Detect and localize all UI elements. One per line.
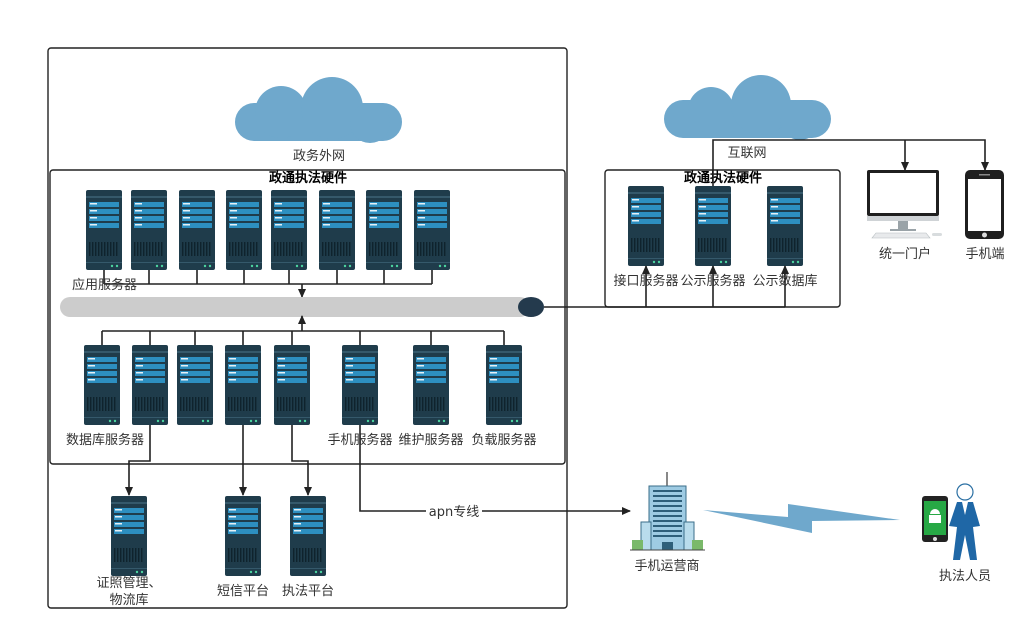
interface-server-icon (628, 186, 664, 266)
wireless-link-icon (703, 504, 900, 533)
maintenance-server-icon (413, 345, 449, 425)
maintenance-server-label: 维护服务器 (398, 432, 463, 448)
mobile-server-icon (342, 345, 378, 425)
portal-label: 统一门户 (879, 246, 931, 262)
server-icon (271, 190, 307, 270)
db-server-icon (84, 345, 120, 425)
db-servers-label: 数据库服务器 (66, 432, 144, 448)
cert-db-server-icon (111, 496, 147, 576)
app-servers-connectors (103, 270, 433, 298)
gov-extranet-cloud-icon (235, 77, 402, 143)
sms-server-icon (225, 496, 261, 576)
public-db-server-icon (767, 186, 803, 266)
load-server-label: 负载服务器 (471, 432, 536, 448)
mobile-client-label: 手机端 (965, 247, 1004, 262)
db-server-icon (274, 345, 310, 425)
server-icon (366, 190, 402, 270)
apn-label-bg (426, 502, 482, 520)
officer-label: 执法人员 (939, 569, 991, 584)
network-bus (60, 297, 530, 317)
officer-icon (922, 483, 980, 560)
load-server-icon (486, 345, 522, 425)
left-box-title: 政通执法硬件 (269, 170, 347, 186)
carrier-building-icon (630, 472, 705, 551)
internet-label: 互联网 (727, 146, 766, 161)
platform-connectors (125, 425, 631, 515)
db-server-icon (225, 345, 261, 425)
gov-extranet-label: 政务外网 (293, 148, 345, 164)
cert-mgmt-label-line2: 物流库 (109, 592, 148, 608)
sms-platform-label: 短信平台 (217, 584, 269, 599)
server-icon (179, 190, 215, 270)
right-box-title: 政通执法硬件 (684, 170, 762, 186)
carrier-label: 手机运营商 (634, 559, 699, 574)
server-icon (131, 190, 167, 270)
public-server-icon (695, 186, 731, 266)
mobile-phone-icon (965, 170, 1004, 239)
db-server-icon (132, 345, 168, 425)
lower-servers-connectors (101, 315, 505, 345)
app-servers-label: 应用服务器 (72, 277, 137, 293)
apn-line-label: apn专线 (429, 505, 479, 520)
enforcement-server-icon (290, 496, 326, 576)
lower-servers (84, 345, 522, 425)
db-server-icon (177, 345, 213, 425)
bus-connector-icon (518, 297, 544, 317)
server-icon (86, 190, 122, 270)
portal-monitor-icon (867, 170, 942, 239)
app-servers (86, 190, 450, 270)
right-box-connectors (544, 139, 989, 308)
enforcement-platform-label: 执法平台 (282, 584, 334, 599)
outer-frame (47, 47, 568, 609)
server-icon (414, 190, 450, 270)
server-icon (319, 190, 355, 270)
cert-mgmt-label-line1: 证照管理、 (96, 576, 161, 591)
internet-cloud-icon (664, 75, 831, 140)
server-icon (226, 190, 262, 270)
